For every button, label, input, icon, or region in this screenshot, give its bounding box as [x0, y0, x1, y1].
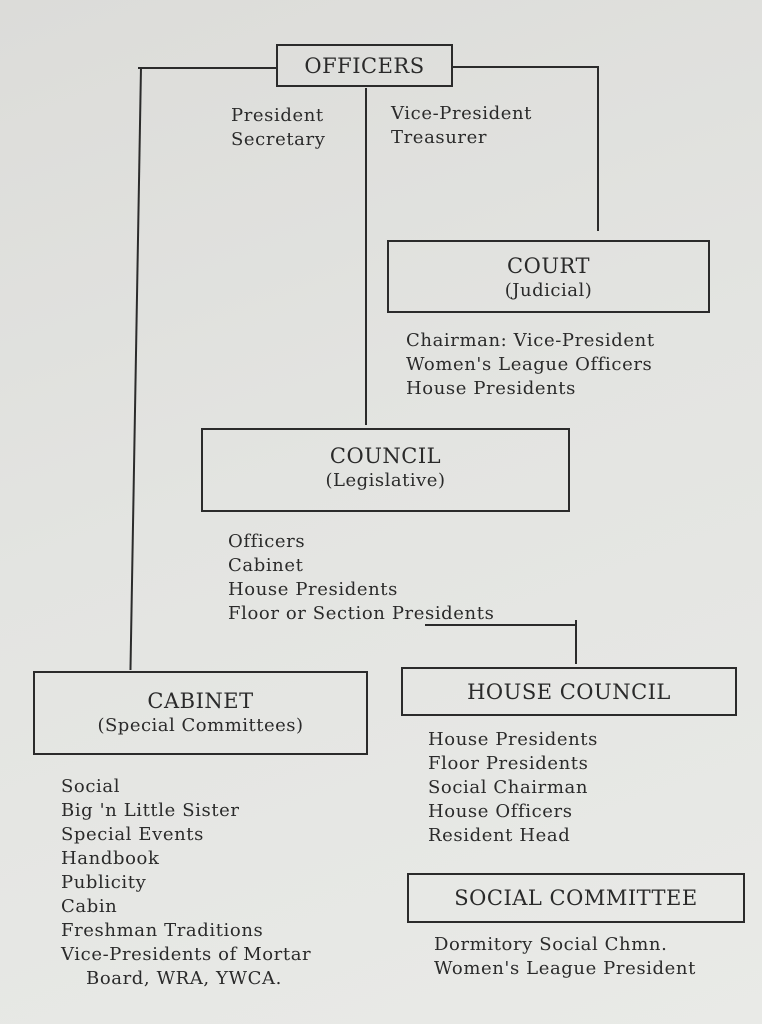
list-item: Handbook: [61, 848, 160, 869]
list-item: Vice-President: [391, 103, 533, 124]
court-box: COURT (Judicial): [387, 240, 710, 313]
house-council-box: HOUSE COUNCIL: [401, 667, 737, 716]
court-members: Chairman: Vice-President Women's League …: [406, 329, 655, 401]
officers-members-right: Vice-President Treasurer: [391, 102, 532, 150]
list-item: Cabin: [61, 896, 118, 917]
court-title: COURT: [507, 254, 590, 278]
cabinet-box: CABINET (Special Committees): [33, 671, 368, 755]
council-members: Officers Cabinet House Presidents Floor …: [228, 530, 494, 626]
list-item: Big 'n Little Sister: [61, 800, 240, 821]
connector-council-vertical: [365, 88, 367, 425]
list-item: Officers: [228, 531, 306, 552]
cabinet-subtitle: (Special Committees): [97, 715, 304, 736]
list-item: President: [231, 105, 324, 126]
officers-box: OFFICERS: [276, 44, 453, 87]
list-item: Resident Head: [428, 825, 571, 846]
house-council-title: HOUSE COUNCIL: [467, 680, 671, 704]
list-item: Floor or Section Presidents: [228, 603, 495, 624]
list-item: House Presidents: [228, 579, 398, 600]
connector-house-vertical: [575, 620, 577, 664]
council-title: COUNCIL: [329, 444, 442, 468]
list-item: Vice-Presidents of Mortar: [61, 944, 312, 965]
list-item: Special Events: [61, 824, 204, 845]
house-council-members: House Presidents Floor Presidents Social…: [428, 728, 598, 848]
connector-court-vertical: [597, 66, 599, 231]
list-item: Board, WRA, YWCA.: [86, 968, 282, 989]
list-item: Freshman Traditions: [61, 920, 264, 941]
list-item: Social Chairman: [428, 777, 589, 798]
cabinet-title: CABINET: [147, 689, 254, 713]
officers-title: OFFICERS: [304, 54, 425, 78]
social-committee-box: SOCIAL COMMITTEE: [407, 873, 745, 923]
connector-house-horizontal: [425, 624, 577, 626]
list-item: Dormitory Social Chmn.: [434, 934, 668, 955]
council-box: COUNCIL (Legislative): [201, 428, 570, 512]
court-subtitle: (Judicial): [504, 280, 593, 301]
list-item: Cabinet: [228, 555, 304, 576]
list-item: Secretary: [231, 129, 326, 150]
list-item: House Presidents: [406, 378, 576, 399]
connector-officers-right: [452, 66, 598, 68]
social-committee-title: SOCIAL COMMITTEE: [454, 886, 698, 910]
list-item: House Officers: [428, 801, 573, 822]
list-item: Treasurer: [391, 127, 488, 148]
cabinet-members: Social Big 'n Little Sister Special Even…: [61, 775, 311, 991]
list-item: Chairman: Vice-President: [406, 330, 655, 351]
list-item: House Presidents: [428, 729, 598, 750]
list-item: Publicity: [61, 872, 147, 893]
officers-members-left: President Secretary: [231, 104, 325, 152]
connector-cabinet-vertical: [129, 67, 142, 670]
social-committee-members: Dormitory Social Chmn. Women's League Pr…: [434, 933, 696, 981]
council-subtitle: (Legislative): [325, 470, 446, 491]
list-item: Social: [61, 776, 121, 797]
list-item: Floor Presidents: [428, 753, 589, 774]
list-item: Women's League President: [434, 958, 696, 979]
connector-officers-left: [138, 67, 276, 69]
list-item: Women's League Officers: [406, 354, 653, 375]
